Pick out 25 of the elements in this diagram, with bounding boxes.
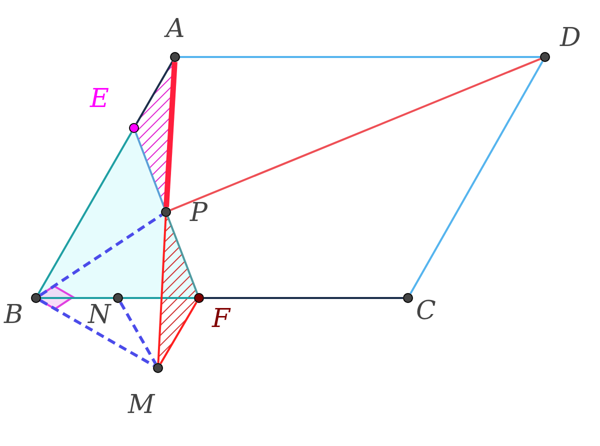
- point-label: C: [416, 298, 436, 324]
- line-segment: [39, 214, 163, 296]
- point-label: B: [4, 302, 24, 328]
- line-segment: [119, 302, 157, 364]
- line-segment: [157, 216, 167, 364]
- point-label: F: [212, 306, 230, 332]
- line-segment: [170, 58, 541, 212]
- line-segment: [410, 60, 544, 294]
- point-label: A: [166, 16, 185, 42]
- line-segment: [180, 56, 540, 58]
- point-label: E: [90, 86, 109, 112]
- point-label: M: [128, 392, 155, 418]
- point-label: P: [190, 200, 208, 226]
- point-label: N: [88, 302, 111, 328]
- line-segment: [38, 132, 132, 294]
- line-segment: [136, 60, 174, 124]
- line-segment: [40, 299, 154, 367]
- line-segment: [123, 297, 194, 299]
- point-label: D: [560, 25, 581, 51]
- line-segment: [166, 216, 198, 294]
- line-segment: [204, 297, 403, 299]
- line-segment: [134, 132, 166, 208]
- line-segment: [160, 302, 198, 364]
- line-segment: [41, 297, 113, 299]
- line-segment: [164, 62, 178, 208]
